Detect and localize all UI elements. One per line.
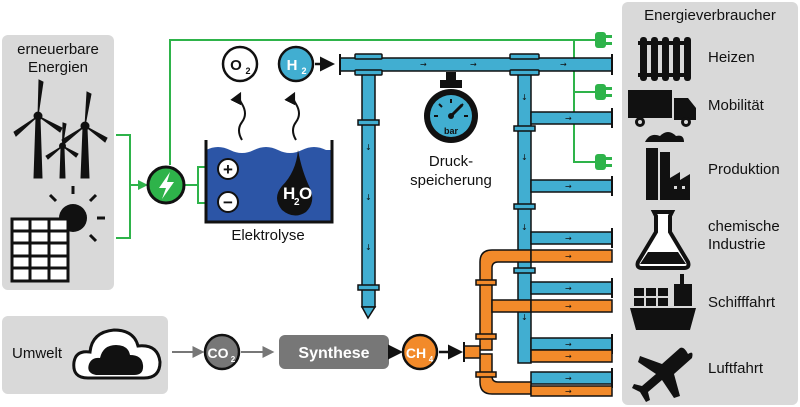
consumer-label-chemie-2: Industrie	[708, 236, 766, 253]
svg-text:→: →	[565, 284, 572, 293]
wind-turbine-icon	[13, 79, 108, 179]
renewables-panel: erneuerbare Energien	[2, 35, 114, 290]
water-formula-sub: 2	[294, 197, 300, 208]
methane-sub: 4	[429, 355, 434, 364]
power-plug-icons	[595, 32, 612, 170]
methane-symbol: CH	[406, 345, 426, 361]
svg-text:↓: ↓	[521, 93, 528, 102]
consumer-label-schifffahrt: Schifffahrt	[708, 294, 776, 311]
svg-text:↓: ↓	[365, 243, 372, 252]
synthesis-label: Synthese	[298, 345, 369, 362]
radiator-icon	[638, 37, 691, 81]
svg-text:→: →	[560, 60, 567, 69]
hydrogen-sub: 2	[301, 66, 306, 76]
svg-text:→: →	[565, 234, 572, 243]
airplane-icon	[632, 347, 693, 402]
svg-text:→: →	[420, 60, 427, 69]
consumer-label-produktion: Produktion	[708, 161, 780, 178]
flask-icon	[635, 210, 691, 270]
svg-text:↓: ↓	[521, 223, 528, 232]
storage-label-2: speicherung	[410, 172, 492, 189]
methane-pipes: → → → →	[463, 249, 613, 397]
svg-text:↓: ↓	[365, 193, 372, 202]
factory-icon	[645, 132, 690, 200]
oxygen-bubble: O 2	[221, 45, 259, 141]
solar-panel-icon	[10, 186, 105, 283]
environment-panel: Umwelt	[2, 316, 168, 394]
gauge-unit: bar	[444, 126, 459, 136]
storage-label-1: Druck-	[429, 153, 473, 170]
electrolysis-tank: + − H 2 O Elektrolyse	[204, 140, 334, 244]
svg-text:→: →	[565, 352, 572, 361]
consumers-title: Energieverbraucher	[644, 7, 776, 24]
anode-plus: +	[223, 160, 233, 179]
consumer-label-mobilitaet: Mobilität	[708, 97, 765, 114]
hydrogen-bubble: H 2	[277, 45, 335, 141]
svg-text:→: →	[565, 114, 572, 123]
renewables-label-1: erneuerbare	[17, 41, 99, 58]
methane-bubble: CH 4	[401, 333, 439, 371]
truck-icon	[628, 90, 696, 127]
hydrogen-symbol: H	[287, 57, 298, 74]
oxygen-sub: 2	[245, 66, 250, 76]
consumer-label-luftfahrt: Luftfahrt	[708, 360, 764, 377]
plug-icon-heizen	[595, 32, 612, 48]
hydrogen-pipes: → → → → → → → → → ↓ ↓ ↓ ↓ ↓ ↓ ↓	[339, 53, 613, 388]
cloud-icon	[72, 328, 162, 380]
svg-text:↓: ↓	[521, 153, 528, 162]
environment-label: Umwelt	[12, 345, 63, 362]
plug-icon-produktion	[595, 154, 612, 170]
oxygen-symbol: O	[230, 57, 242, 74]
svg-text:↓: ↓	[365, 143, 372, 152]
pressure-gauge-icon: bar	[424, 72, 478, 143]
renewables-label-2: Energien	[28, 59, 88, 76]
svg-text:↓: ↓	[521, 313, 528, 322]
water-formula-o: O	[299, 184, 312, 203]
electrolysis-label: Elektrolyse	[231, 227, 304, 244]
synthesis-box: Synthese	[279, 335, 389, 369]
ship-icon	[630, 274, 696, 330]
consumer-label-heizen: Heizen	[708, 49, 755, 66]
svg-text:→: →	[565, 374, 572, 383]
co2-sub: 2	[231, 355, 236, 364]
plug-icon-mobilitaet	[595, 84, 612, 100]
co2-symbol: CO	[208, 345, 229, 361]
consumer-label-chemie-1: chemische	[708, 218, 780, 235]
water-drop-icon: H 2 O	[277, 150, 313, 216]
water-formula-h: H	[283, 184, 295, 203]
co2-bubble: CO 2	[203, 333, 241, 371]
svg-text:→: →	[565, 340, 572, 349]
svg-text:→: →	[470, 60, 477, 69]
svg-text:→: →	[565, 182, 572, 191]
svg-text:→: →	[565, 302, 572, 311]
lightning-icon	[146, 165, 186, 205]
cathode-minus: −	[223, 193, 233, 212]
consumers-panel: Energieverbraucher Heizen Mobilität	[622, 2, 798, 405]
svg-text:→: →	[565, 387, 572, 396]
svg-text:→: →	[565, 252, 572, 261]
